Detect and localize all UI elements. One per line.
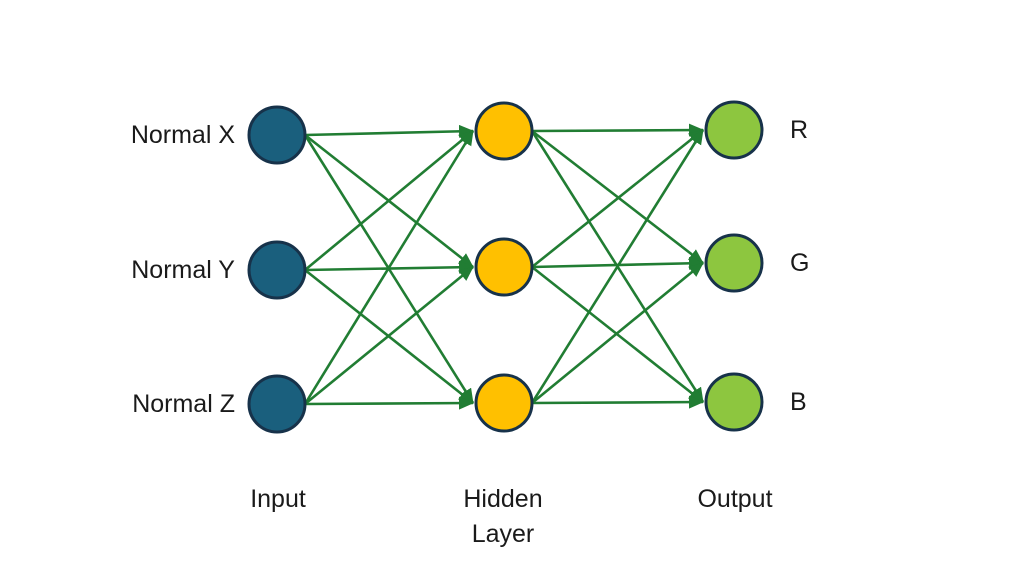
edge-input3-to-hidden2 (304, 265, 474, 406)
edge-hidden3-to-output1 (530, 129, 705, 404)
output-node-label-b: B (790, 388, 807, 416)
edge-hidden3-to-output2 (531, 261, 704, 405)
edge-input3-to-hidden1 (303, 130, 475, 405)
edge-hidden2-to-output1 (531, 128, 704, 269)
input-node-2 (247, 240, 307, 300)
input-node-label-z: Normal Z (132, 390, 235, 418)
edge-hidden1-to-output1 (531, 123, 704, 137)
edge-input2-to-hidden1 (304, 129, 474, 272)
edge-hidden3-to-output3 (531, 395, 704, 409)
hidden-node-1 (474, 101, 534, 161)
input-node-label-y: Normal Y (131, 256, 235, 284)
output-node-3 (704, 372, 764, 432)
output-node-label-r: R (790, 116, 809, 144)
output-layer-caption: Output (697, 485, 773, 513)
output-node-2 (704, 233, 764, 293)
input-node-3 (247, 374, 307, 434)
input-node-label-x: Normal X (130, 121, 235, 149)
hidden-node-3 (474, 373, 534, 433)
input-node-1 (247, 105, 307, 165)
hidden-node-2 (474, 237, 534, 297)
output-node-1 (704, 100, 764, 160)
output-node-label-g: G (790, 249, 810, 277)
edge-input1-to-hidden1 (304, 124, 474, 138)
hidden-layer-caption: Hidden Layer (463, 485, 543, 548)
input-layer-caption: Input (250, 485, 306, 513)
edge-input3-to-hidden3 (304, 396, 474, 410)
